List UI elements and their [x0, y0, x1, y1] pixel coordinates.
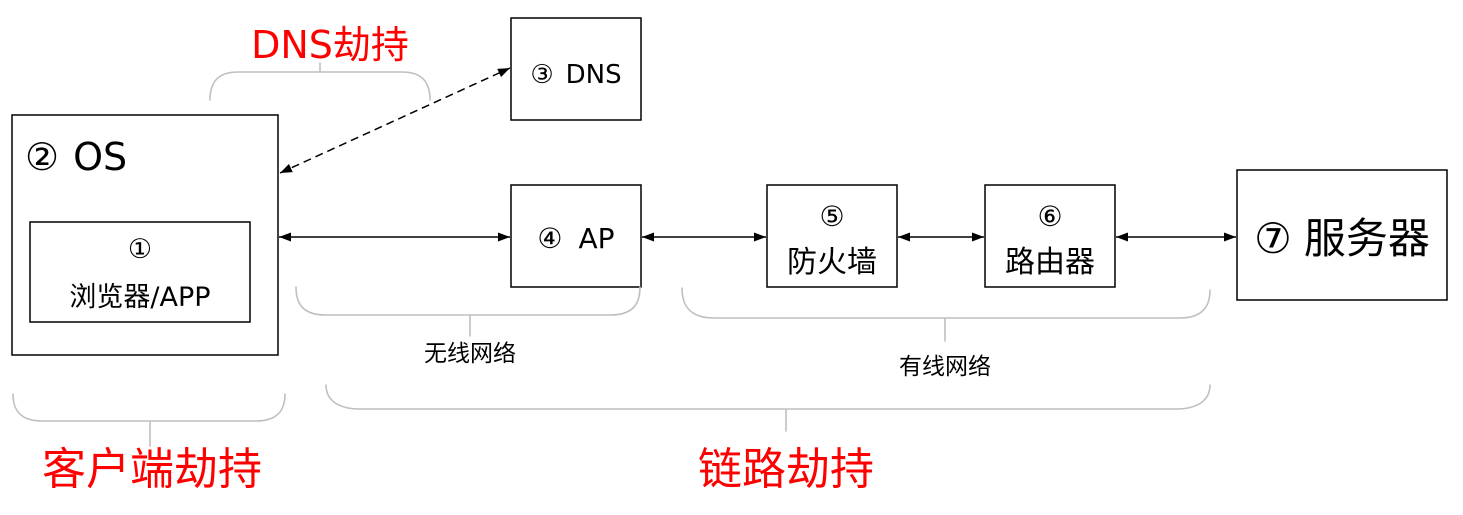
link-hijack-label: 链路劫持 [698, 444, 874, 495]
os-node-number: ② [25, 135, 59, 179]
client-hijack-group: 客户端劫持 [12, 393, 286, 495]
dns-hijack-label: DNS劫持 [251, 23, 409, 67]
wired-network-brace [681, 287, 1211, 342]
dns-box [510, 17, 642, 121]
ap-box [510, 184, 642, 288]
server-node-number: ⑦ [1254, 214, 1292, 263]
router-node-label: 路由器 [1005, 245, 1095, 280]
browser-app-label: 浏览器/APP [69, 282, 210, 313]
browser-app-number: ① [128, 234, 152, 265]
wireless-network-group: 无线网络 [295, 286, 641, 367]
ap-node-number: ④ [537, 222, 562, 255]
firewall-node-number: ⑤ [819, 200, 844, 233]
dns-hijack-brace [209, 62, 431, 101]
wired-network-group: 有线网络 [681, 287, 1211, 380]
browser-app-box [29, 221, 251, 323]
client-hijack-label: 客户端劫持 [42, 444, 262, 495]
ap-node-text: ④ AP [537, 222, 614, 255]
server-node-label: 服务器 [1304, 214, 1430, 263]
router-box [984, 184, 1116, 288]
server-box [1236, 169, 1448, 301]
connections [279, 67, 1236, 242]
dns-node-label: DNS [566, 60, 622, 90]
dns-node-text: ③ DNS [530, 60, 621, 90]
router-node-number: ⑥ [1037, 200, 1062, 233]
os-node-label: OS [73, 135, 127, 179]
firewall-node: ⑤ 防火墙 [766, 184, 898, 288]
dns-hijack-group: DNS劫持 [209, 23, 431, 101]
client-hijack-brace [12, 393, 286, 447]
ap-node: ④ AP [510, 184, 642, 288]
router-node: ⑥ 路由器 [984, 184, 1116, 288]
browser-app-node: ① 浏览器/APP [29, 221, 251, 323]
arrow-os-dns [279, 67, 511, 174]
wireless-network-label: 无线网络 [424, 341, 516, 367]
dns-node-number: ③ [530, 60, 553, 90]
wired-network-label: 有线网络 [899, 354, 991, 380]
os-node-text: ② OS [25, 135, 127, 179]
os-node: ② OS ① 浏览器/APP [11, 114, 279, 356]
firewall-box [766, 184, 898, 288]
ap-node-label: AP [579, 222, 615, 255]
link-hijack-brace [325, 384, 1211, 432]
wireless-network-brace [295, 286, 641, 337]
link-hijack-group: 链路劫持 [325, 384, 1211, 495]
firewall-node-label: 防火墙 [787, 245, 877, 280]
dns-node: ③ DNS [510, 17, 642, 121]
